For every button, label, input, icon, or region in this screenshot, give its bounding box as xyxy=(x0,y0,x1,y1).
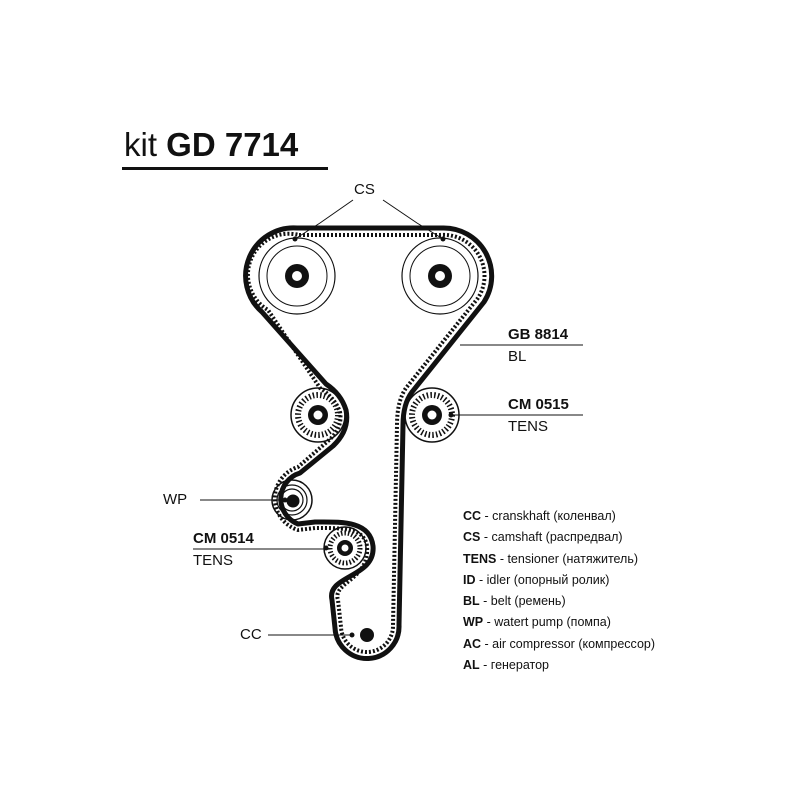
legend-item: TENS - tensioner (натяжитель) xyxy=(463,552,655,573)
legend-abbr: CC xyxy=(463,509,482,523)
belt-code-label: GB 8814 xyxy=(508,326,569,343)
legend-text: - генератор xyxy=(483,658,550,673)
idler-pulley xyxy=(290,387,346,443)
wp-label: WP xyxy=(163,491,188,508)
legend-item: WP - watert pump (помпа) xyxy=(463,615,655,636)
belt-type-label: BL xyxy=(508,348,527,365)
legend-abbr: ID xyxy=(463,572,476,587)
legend-abbr: AL xyxy=(463,658,480,673)
legend-abbr: WP xyxy=(463,615,484,630)
tens-left-type-label: TENS xyxy=(193,552,234,569)
belt-teeth xyxy=(245,231,487,654)
kit-title: kit GD 7714 xyxy=(124,126,298,164)
title-underline xyxy=(122,167,328,170)
legend-text: - idler (опорный ролик) xyxy=(478,572,610,587)
legend-abbr: TENS xyxy=(463,551,497,566)
legend-text: - tensioner (натяжитель) xyxy=(499,551,639,566)
legend-abbr: CS xyxy=(463,530,481,545)
tensioner-pulley-left xyxy=(323,526,367,570)
legend-abbr: AC xyxy=(463,636,482,651)
legend-text: - cranskhaft (коленвал) xyxy=(484,509,616,523)
legend-abbr: BL xyxy=(463,594,480,609)
legend-text: - camshaft (распредвал) xyxy=(483,530,623,545)
title-prefix: kit xyxy=(124,126,157,163)
legend: CC - cranskhaft (коленвал) CS - camshaft… xyxy=(463,509,655,679)
camshaft-pulley-right xyxy=(401,236,479,315)
legend-text: - belt (ремень) xyxy=(483,594,566,609)
legend-item: ID - idler (опорный ролик) xyxy=(463,573,655,594)
legend-item: AC - air compressor (компрессор) xyxy=(463,637,655,658)
crankshaft-pulley xyxy=(349,628,374,642)
legend-text: - air compressor (компрессор) xyxy=(484,636,656,651)
tensioner-pulley-right xyxy=(404,387,460,443)
tens-left-code-label: CM 0514 xyxy=(193,530,254,547)
timing-belt xyxy=(243,225,495,661)
tens-right-code-label: CM 0515 xyxy=(508,396,569,413)
legend-item: AL - генератор xyxy=(463,658,655,679)
leader-lines xyxy=(193,199,583,636)
camshaft-pulley-left xyxy=(258,236,336,315)
legend-item: CC - cranskhaft (коленвал) xyxy=(463,509,655,530)
legend-item: BL - belt (ремень) xyxy=(463,594,655,615)
cc-label: CC xyxy=(240,626,262,643)
cs-label: CS xyxy=(354,181,375,198)
kit-code: GD 7714 xyxy=(166,126,299,163)
legend-item: CS - camshaft (распредвал) xyxy=(463,530,655,551)
tens-right-type-label: TENS xyxy=(508,418,549,435)
legend-text: - watert pump (помпа) xyxy=(486,615,611,630)
